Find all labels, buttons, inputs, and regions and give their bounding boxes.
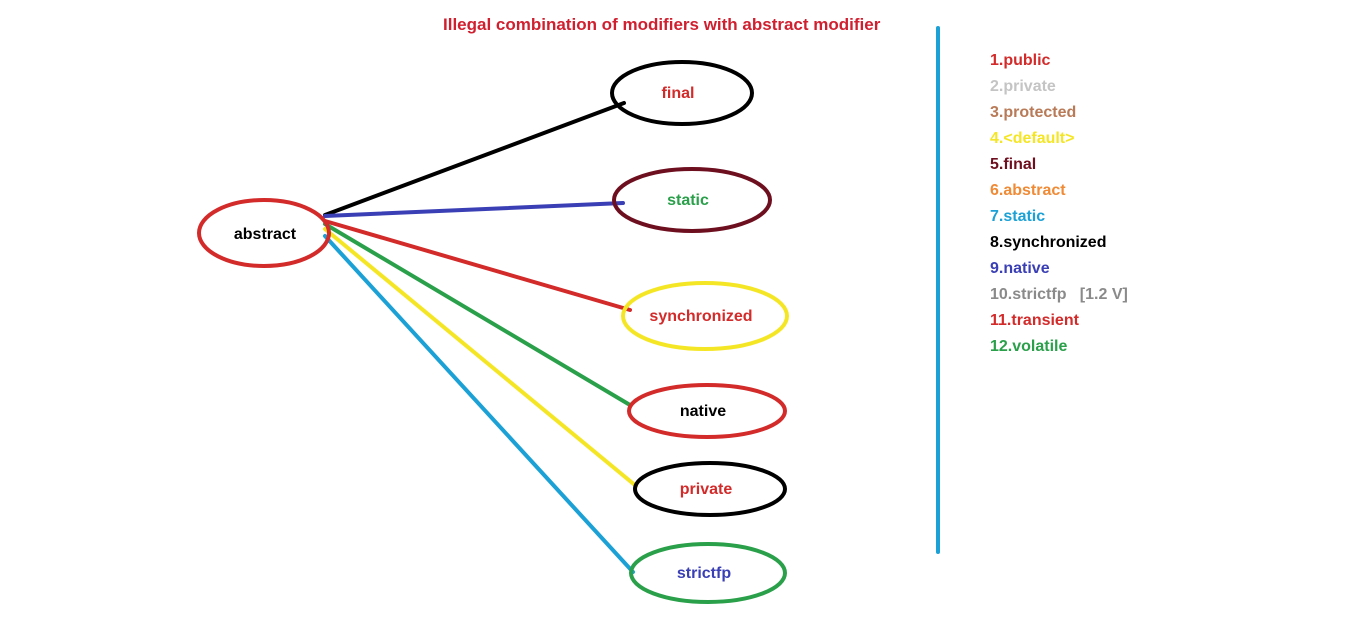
- modifier-list-item: 8.synchronized: [990, 234, 1107, 251]
- modifier-list-item: 5.final: [990, 156, 1037, 173]
- edge-abstract-to-private: [323, 227, 638, 488]
- node-label: strictfp: [677, 565, 731, 582]
- modifier-list-item: 12.volatile: [990, 338, 1068, 355]
- edge-abstract-to-native: [323, 222, 632, 407]
- node-final: final: [610, 60, 754, 126]
- modifier-list-item: 9.native: [990, 260, 1050, 277]
- node-private: private: [633, 461, 787, 517]
- modifier-list-item: 4.<default>: [990, 130, 1075, 147]
- vertical-divider: [936, 26, 940, 554]
- node-label: private: [680, 481, 733, 498]
- node-native: native: [627, 383, 787, 439]
- modifier-list-item: 11.transient: [990, 312, 1079, 329]
- modifier-list-item: 2.private: [990, 78, 1056, 95]
- diagram-title: Illegal combination of modifiers with ab…: [443, 15, 881, 34]
- edge-abstract-to-static: [323, 201, 625, 218]
- modifier-list-item: 3.protected: [990, 104, 1077, 121]
- node-label: native: [680, 403, 726, 420]
- node-abstract: abstract: [197, 198, 331, 268]
- modifier-list-item: 7.static: [990, 208, 1046, 225]
- edge-abstract-to-strictfp: [323, 234, 635, 574]
- node-strictfp: strictfp: [629, 542, 787, 604]
- node-label: static: [667, 192, 709, 209]
- node-static: static: [612, 167, 772, 233]
- modifier-list: 1.public 2.private 3.protected 4.<defaul…: [990, 50, 1128, 362]
- node-synchronized: synchronized: [621, 281, 789, 351]
- node-label: synchronized: [649, 308, 752, 325]
- node-label: final: [662, 85, 695, 102]
- node-label: abstract: [234, 226, 297, 243]
- modifier-list-item: 1.public: [990, 52, 1051, 69]
- edge-abstract-to-synchronized: [323, 219, 632, 312]
- modifier-list-item: 6.abstract: [990, 182, 1066, 199]
- edge-abstract-to-final: [323, 101, 626, 217]
- modifier-list-item: 10.strictfp [1.2 V]: [990, 286, 1128, 303]
